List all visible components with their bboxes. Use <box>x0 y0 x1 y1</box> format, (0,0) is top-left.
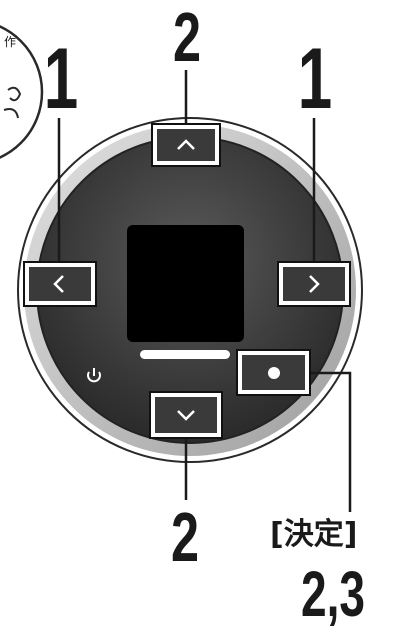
right-button[interactable] <box>278 262 350 306</box>
callout-bottom-number: 2 <box>166 502 205 572</box>
callout-right-number: 1 <box>297 36 333 122</box>
left-button[interactable] <box>24 262 96 306</box>
display-screen <box>127 225 244 342</box>
enter-label: [決定] <box>270 520 357 550</box>
callout-top-number: 2 <box>168 2 207 72</box>
dot-icon <box>268 367 280 379</box>
down-button[interactable] <box>150 392 222 438</box>
enter-button[interactable] <box>237 350 310 395</box>
indicator-bar <box>140 350 230 359</box>
enter-steps-number: 2,3 <box>286 562 380 626</box>
side-badge-text: 作 <box>4 36 16 48</box>
callout-left-number: 1 <box>43 36 79 122</box>
up-button[interactable] <box>152 124 220 166</box>
